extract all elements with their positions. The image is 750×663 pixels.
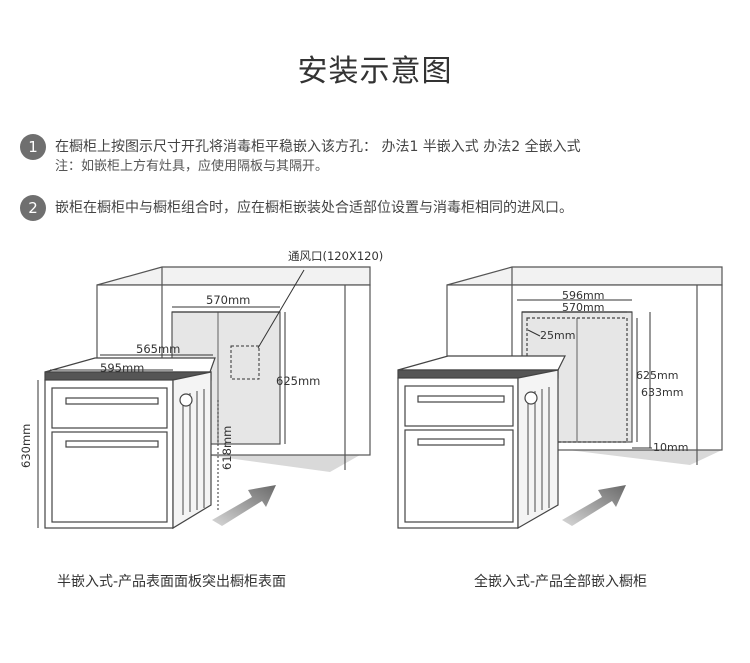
caption-fully-embedded: 全嵌入式-产品全部嵌入橱柜 (474, 574, 648, 590)
dim-label-633: 633mm (641, 386, 683, 399)
caption-semi-embedded: 半嵌入式-产品表面面板突出橱柜表面 (57, 574, 287, 590)
insert-arrow-left (212, 485, 276, 526)
step-number-badge: 1 (20, 134, 46, 160)
left-diagram: 通风口(120X120) 570mm 625mm (19, 249, 383, 530)
dim-label-625: 625mm (276, 374, 320, 388)
dim-label-565: 565mm (136, 342, 180, 356)
dim-label-630: 630mm (19, 424, 33, 468)
disinfection-cabinet-appliance (44, 357, 216, 530)
dim-label-10: 10mm (653, 441, 688, 454)
vent-label: 通风口(120X120) (288, 249, 383, 263)
cabinet (96, 266, 371, 470)
step-1-note: 注：如嵌柜上方有灶具，应使用隔板与其隔开。 (55, 159, 329, 174)
step-2: 2 嵌柜在橱柜中与橱柜组合时，应在橱柜嵌装处合适部位设置与消毒柜相同的进风口。 (20, 195, 573, 221)
step-2-text: 嵌柜在橱柜中与橱柜组合时，应在橱柜嵌装处合适部位设置与消毒柜相同的进风口。 (55, 200, 573, 216)
dim-label-570: 570mm (206, 293, 250, 307)
dim-leader-25 (527, 329, 541, 337)
dim-label-596: 596mm (562, 289, 604, 302)
disinfection-cabinet-appliance (397, 355, 566, 530)
vent-leader-line (257, 269, 305, 349)
step-1-text: 在橱柜上按图示尺寸开孔将消毒柜平稳嵌入该方孔： 办法1 半嵌入式 办法2 全嵌入… (55, 139, 581, 155)
dim-label-618: 618mm (220, 426, 234, 470)
vent-square (230, 345, 260, 380)
page-title: 安装示意图 (297, 54, 453, 89)
right-diagram: 596mm 570mm 25mm 625mm 633mm 10mm (397, 266, 723, 530)
insert-arrow-right (562, 485, 626, 526)
dim-label-570: 570mm (562, 301, 604, 314)
dim-label-595: 595mm (100, 361, 144, 375)
dim-label-625: 625mm (636, 369, 678, 382)
step-number-badge: 2 (20, 195, 46, 221)
step-1: 1 在橱柜上按图示尺寸开孔将消毒柜平稳嵌入该方孔： 办法1 半嵌入式 办法2 全… (20, 134, 581, 177)
dim-label-25: 25mm (540, 329, 575, 342)
